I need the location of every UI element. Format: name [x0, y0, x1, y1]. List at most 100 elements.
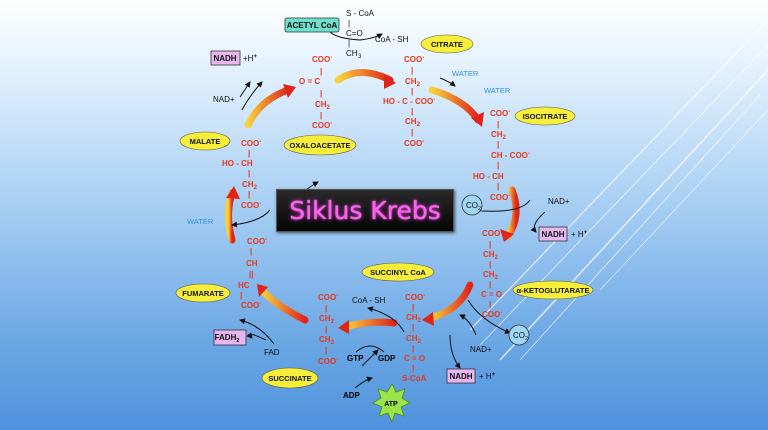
oxaloacetate-label: OXALOACETATE	[283, 134, 357, 156]
svg-text:CH2: CH2	[242, 180, 258, 191]
isocitrate-structure: COO- | CH2 | CH - COO- | HO - CH | COO-	[473, 109, 530, 202]
svg-text:|: |	[325, 346, 327, 355]
svg-text:|: |	[250, 247, 252, 256]
plus-h-label-ketoglutarate: + H+	[479, 372, 496, 381]
svg-text:|: |	[248, 169, 250, 178]
malate-structure: COO- | HO - CH | CH2 | COO-	[222, 139, 261, 210]
succinate-label: SUCCINATE	[261, 367, 319, 389]
svg-text:O = C: O = C	[299, 77, 320, 86]
nadh-box-malate: NADH	[210, 50, 241, 66]
svg-text:COO-: COO-	[241, 301, 261, 310]
svg-text:|: |	[411, 128, 413, 137]
svg-text:|: |	[348, 19, 350, 28]
succinate-structure: COO- | CH2 | CH2 | COO-	[318, 293, 338, 366]
fumarate-label: FUMARATE	[175, 283, 231, 303]
acetyl-coa-box: ACETYL CoA	[284, 17, 340, 33]
gdp-label: GDP	[378, 354, 396, 363]
svg-text:|: |	[489, 300, 491, 309]
svg-text:COO-: COO-	[312, 55, 332, 64]
arrow-malate-to-oxaloacetate	[244, 86, 292, 129]
svg-text:ISOCITRATE: ISOCITRATE	[523, 112, 568, 121]
svg-text:|: |	[412, 364, 414, 373]
svg-text:COO-: COO-	[404, 139, 424, 148]
svg-text:OXALOACETATE: OXALOACETATE	[290, 141, 351, 150]
svg-text:CH2: CH2	[405, 77, 421, 88]
svg-text:CH: CH	[246, 259, 258, 268]
nadh-box-isocitrate: NADH	[538, 226, 568, 242]
svg-text:|: |	[497, 182, 499, 191]
svg-text:FUMARATE: FUMARATE	[182, 289, 224, 298]
svg-text:HO - CH: HO - CH	[222, 159, 253, 168]
svg-text:COO-: COO-	[318, 293, 338, 302]
svg-text:|: |	[497, 120, 499, 129]
nad-plus-label-ketoglutarate: NAD+	[470, 345, 492, 354]
coa-sh-label-succinyl: CoA - SH	[352, 296, 386, 305]
acetyl-coa-structure: S - CoA | C=O | CH 3	[346, 9, 375, 60]
svg-text:|: |	[325, 325, 327, 334]
adp-label: ADP	[343, 391, 361, 400]
svg-text:MALATE: MALATE	[190, 137, 221, 146]
svg-text:NADH: NADH	[213, 54, 236, 63]
svg-text:CO2: CO2	[466, 201, 481, 212]
svg-text:SUCCINATE: SUCCINATE	[268, 374, 311, 383]
svg-text:CH: CH	[346, 49, 358, 58]
gtp-gdp-exchange-curve	[355, 345, 385, 353]
svg-text:|: |	[412, 303, 414, 312]
svg-text:COO-: COO-	[247, 237, 267, 246]
arrow-succinate-to-fumarate	[258, 286, 309, 324]
svg-text:|: |	[411, 107, 413, 116]
nadh-box-ketoglutarate: NADH	[446, 368, 476, 384]
svg-text:|: |	[489, 240, 491, 249]
svg-text:C = O: C = O	[481, 290, 502, 299]
arrow-succinylcoa-to-succinate	[341, 318, 398, 331]
water-label-citrate-2: WATER	[484, 86, 511, 95]
water-label-fumarate: WATER	[187, 217, 214, 226]
svg-text:CH2: CH2	[491, 130, 507, 141]
water-label-citrate-1: WATER	[452, 69, 479, 78]
svg-text:COO-: COO-	[318, 357, 338, 366]
svg-text:|: |	[497, 140, 499, 149]
fadh2-box: FADH2	[213, 329, 247, 346]
arrow-ketoglutarate-to-succinylcoa	[426, 281, 474, 322]
malate-label: MALATE	[179, 131, 231, 151]
citrate-structure: COO- | CH2 | HO - C - COO- | CH2 | COO-	[383, 55, 435, 148]
svg-text:ACETYL CoA: ACETYL CoA	[287, 21, 338, 30]
svg-text:||: ||	[249, 270, 253, 279]
svg-text:C=O: C=O	[346, 29, 363, 38]
arrow-fumarate-to-malate	[225, 189, 236, 244]
svg-text:COO-: COO-	[241, 139, 261, 148]
isocitrate-label: ISOCITRATE	[514, 106, 576, 126]
svg-text:SUCCINYL CoA: SUCCINYL CoA	[370, 268, 426, 277]
cycle-arrows	[225, 69, 520, 331]
oxaloacetate-structure: COO- | O = C | CH2 | COO-	[299, 55, 332, 130]
svg-text:CH2: CH2	[405, 117, 421, 128]
coa-sh-label-acetyl: CoA - SH	[375, 35, 409, 44]
svg-text:COO-: COO-	[490, 109, 510, 118]
arrow-isocitrate-to-ketoglutarate	[504, 186, 520, 240]
svg-text:3: 3	[358, 54, 362, 60]
ketoglutarate-label: α-KETOGLUTARATE	[512, 280, 594, 300]
svg-text:CH2: CH2	[319, 314, 335, 325]
svg-text:|: |	[325, 304, 327, 313]
svg-text:|: |	[489, 280, 491, 289]
svg-text:NADH: NADH	[449, 372, 472, 381]
svg-text:CH2: CH2	[319, 335, 335, 346]
ketoglutarate-structure: COO- | CH2 | CH2 | C = O | COO-	[481, 229, 502, 319]
plus-h-label-malate: +H+	[243, 54, 257, 63]
succinyl-coa-structure: COO- | CH2 | CH2 | C = O | S-CoA	[402, 293, 427, 383]
atp-burst: ATP	[372, 383, 411, 424]
svg-text:CO2: CO2	[513, 331, 528, 342]
svg-text:COO-: COO-	[405, 293, 425, 302]
svg-text:CH2: CH2	[406, 334, 422, 345]
svg-text:ATP: ATP	[384, 401, 398, 408]
svg-text:COO-: COO-	[482, 310, 502, 319]
svg-text:CH2: CH2	[483, 250, 499, 261]
svg-text:|: |	[412, 323, 414, 332]
svg-text:|: |	[497, 161, 499, 170]
svg-text:COO-: COO-	[241, 201, 261, 210]
svg-text:CH - COO-: CH - COO-	[491, 151, 530, 160]
svg-text:FADH2: FADH2	[215, 333, 240, 344]
cycle-arrowheads	[226, 74, 514, 334]
